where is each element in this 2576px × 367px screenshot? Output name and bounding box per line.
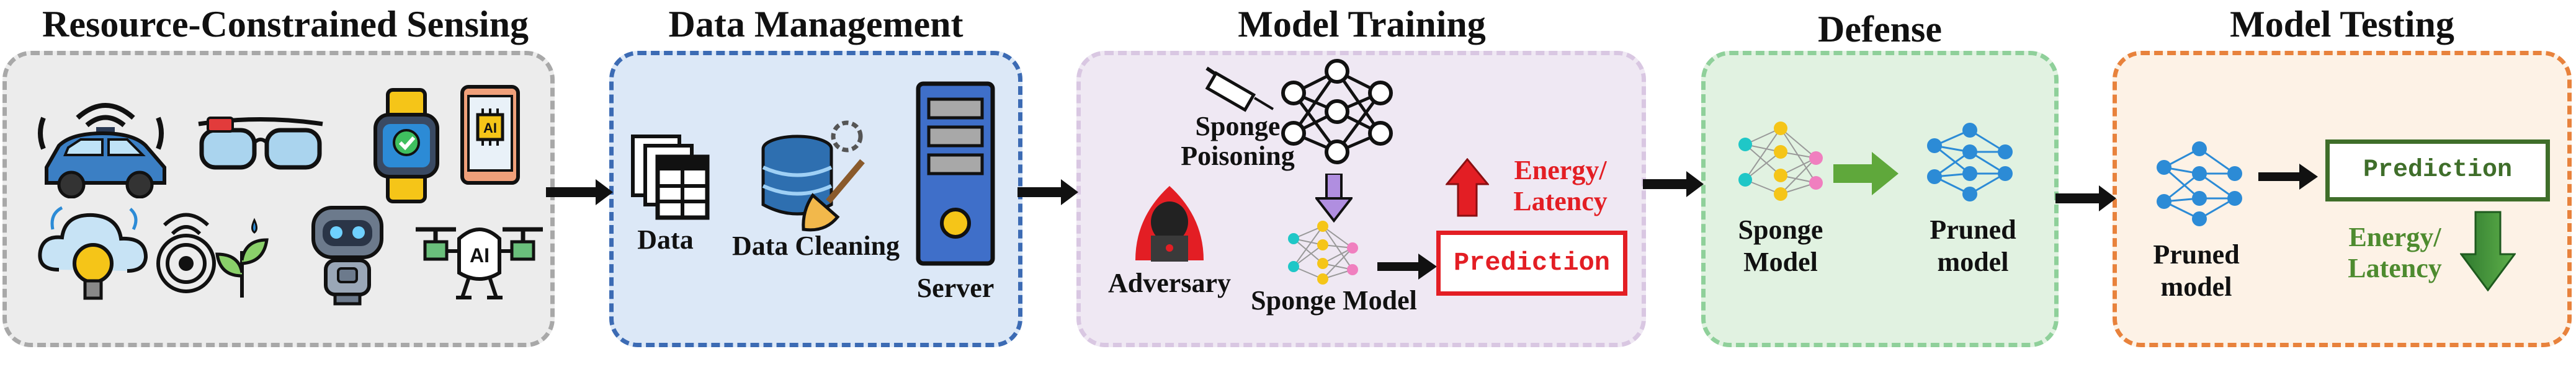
ai-drone-icon: AI [416, 227, 543, 299]
neural-network-icon [1281, 59, 1393, 164]
flow-arrow-1 [546, 179, 613, 205]
to-prediction-arrow-testing [2258, 164, 2318, 190]
svg-text:AI: AI [483, 120, 497, 136]
label-pruned-model-testing: Pruned model [2140, 239, 2252, 303]
database-broom-icon [761, 120, 865, 232]
pruned-network-icon [1927, 123, 2013, 201]
to-prediction-arrow [1377, 254, 1437, 280]
smart-cloud-bulb-icon [38, 206, 148, 300]
stage-title-model-testing: Model Testing [2230, 4, 2454, 45]
prediction-box-testing: Prediction [2325, 139, 2550, 201]
label-data: Data [637, 224, 694, 255]
purple-down-arrow [1315, 174, 1353, 223]
label-sponge-poisoning-line2: Poisoning [1181, 141, 1295, 171]
label-sponge-model-line2: Model [1743, 247, 1818, 277]
prediction-box-training: Prediction [1436, 231, 1627, 296]
label-pruned-model-testing-line1: Pruned [2153, 239, 2240, 270]
stage-title-data-management: Data Management [668, 4, 964, 45]
sponge-network-icon [1738, 122, 1823, 201]
server-icon [916, 81, 995, 266]
label-sponge-model: Sponge Model [1251, 285, 1417, 316]
pruning-arrow [1833, 152, 1898, 195]
smart-plant-sensor-icon [156, 213, 269, 298]
label-sponge-poisoning: Sponge Poisoning [1176, 112, 1300, 171]
label-sponge-poisoning-line1: Sponge [1195, 111, 1281, 141]
syringe-icon [1205, 66, 1274, 112]
up-arrow-icon [1446, 158, 1489, 217]
stage-title-defense: Defense [1818, 9, 1942, 50]
label-adversary: Adversary [1108, 268, 1231, 298]
label-sponge-model-line1: Sponge [1738, 214, 1823, 245]
label-pruned-model-defense: Pruned model [1920, 214, 2026, 278]
data-table-icon [631, 135, 710, 220]
label-energy-up-line2: Latency [1513, 186, 1608, 216]
flow-arrow-3 [1643, 171, 1704, 197]
sponge-network-icon [1288, 221, 1358, 285]
label-energy-up-line1: Energy/ [1514, 155, 1607, 185]
car-icon [38, 103, 166, 198]
svg-text:AI: AI [470, 244, 490, 267]
flow-arrow-2 [1017, 179, 1078, 205]
label-energy-latency-up: Energy/ Latency [1495, 155, 1626, 217]
flow-arrow-4 [2055, 185, 2116, 211]
label-data-cleaning: Data Cleaning [731, 231, 900, 261]
label-sponge-model-defense: Sponge Model [1728, 214, 1833, 278]
label-energy-down-line2: Latency [2348, 253, 2442, 283]
pruned-network-icon [2157, 141, 2242, 226]
smartwatch-icon [373, 88, 439, 203]
label-energy-down-line1: Energy/ [2348, 222, 2441, 252]
label-pruned-model-line2: model [1937, 247, 2009, 277]
stage-title-model-training: Model Training [1238, 4, 1486, 45]
hacker-icon [1135, 186, 1204, 262]
robot-icon [311, 206, 383, 306]
down-arrow-icon [2460, 211, 2516, 291]
label-server: Server [916, 273, 995, 303]
label-pruned-model-testing-line2: model [2160, 272, 2232, 302]
stage-title-sensing: Resource-Constrained Sensing [42, 4, 529, 45]
ai-chip-tablet-icon: AI [460, 85, 520, 185]
label-energy-latency-down: Energy/ Latency [2333, 222, 2457, 284]
smart-glasses-icon [198, 117, 323, 170]
label-pruned-model-line1: Pruned [1930, 214, 2016, 245]
